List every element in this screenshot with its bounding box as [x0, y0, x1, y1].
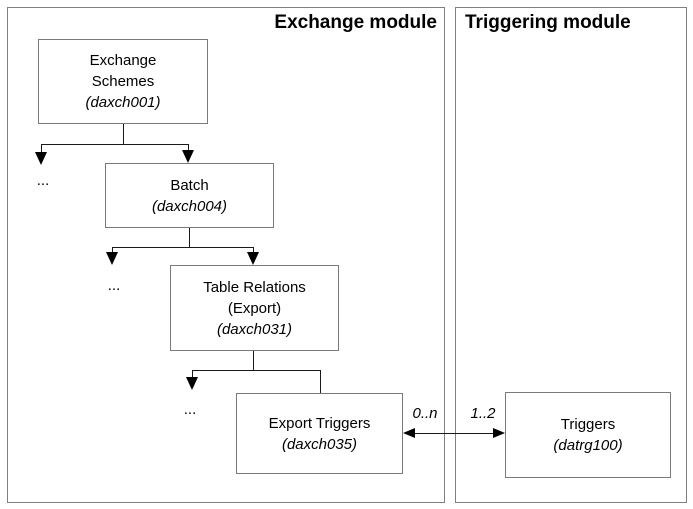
node-exchange-schemes: Exchange Schemes (daxch001) — [38, 39, 208, 124]
node-label: Export Triggers — [268, 414, 371, 432]
node-code: (daxch035) — [281, 435, 358, 453]
node-triggers: Triggers (datrg100) — [505, 392, 671, 478]
node-batch: Batch (daxch004) — [105, 163, 274, 228]
node-code: (daxch004) — [151, 197, 228, 215]
connector-schemes-stem — [123, 124, 124, 145]
node-label: Triggers — [560, 416, 616, 433]
arrowhead-right-to-triggers — [493, 428, 505, 438]
node-code: (datrg100) — [553, 437, 623, 454]
relation-line-export-triggers-to-triggers — [412, 433, 496, 434]
node-code: (daxch031) — [216, 320, 293, 338]
connector-schemes-branch — [41, 144, 189, 145]
connector-table-relations-left-drop — [192, 370, 193, 378]
arrowhead-left-to-export-triggers — [403, 428, 415, 438]
connector-table-relations-stem — [253, 351, 254, 370]
node-label: Batch — [170, 176, 209, 194]
arrowhead-down-to-batch — [182, 150, 194, 163]
connector-table-relations-right-drop — [320, 370, 321, 393]
node-label: Table Relations — [203, 278, 306, 296]
connector-table-relations-branch — [192, 370, 321, 371]
connector-batch-stem — [189, 228, 190, 247]
cardinality-label-0-n: 0..n — [412, 405, 438, 422]
node-code: (daxch001) — [85, 94, 161, 111]
exchange-module-title: Exchange module — [274, 12, 437, 33]
cardinality-label-1-2: 1..2 — [470, 405, 496, 422]
ellipsis-node-3: ... — [183, 401, 197, 418]
arrowhead-down-to-table-relations — [247, 252, 259, 265]
connector-schemes-right-drop — [188, 144, 189, 151]
arrowhead-down-to-ellipsis-2 — [106, 252, 118, 265]
ellipsis-node-2: ... — [107, 277, 121, 294]
connector-batch-right-drop — [253, 247, 254, 254]
node-export-triggers: Export Triggers (daxch035) — [236, 393, 403, 474]
node-table-relations-export: Table Relations (Export) (daxch031) — [170, 265, 339, 351]
connector-batch-left-drop — [112, 247, 113, 254]
connector-batch-branch — [112, 247, 254, 248]
node-label: Exchange — [89, 52, 157, 69]
triggering-module-title: Triggering module — [465, 12, 631, 33]
node-label: (Export) — [227, 299, 282, 317]
connector-schemes-left-drop — [41, 144, 42, 153]
arrowhead-down-to-ellipsis-3 — [186, 377, 198, 390]
arrowhead-down-to-ellipsis-1 — [35, 152, 47, 165]
node-label: Schemes — [91, 73, 155, 90]
ellipsis-node-1: ... — [36, 172, 50, 189]
